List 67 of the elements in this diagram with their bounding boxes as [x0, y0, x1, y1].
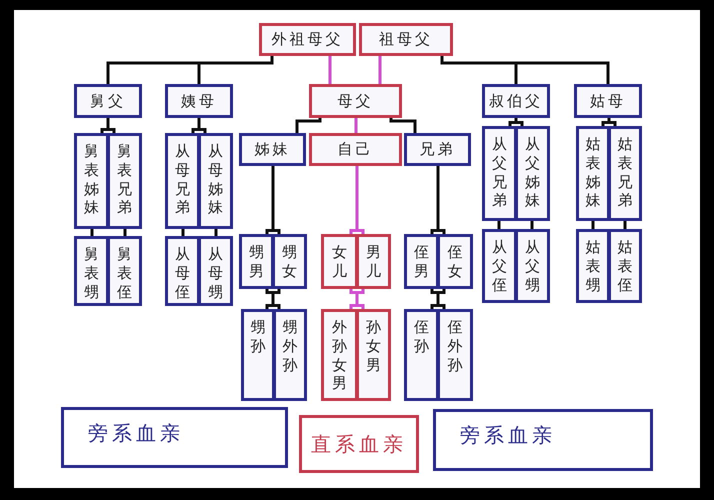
name-box: 祖母父: [359, 23, 453, 56]
connector-line: [356, 164, 364, 236]
connector-line: [272, 288, 280, 310]
name-box: 自己: [309, 133, 402, 166]
connector-line: [90, 228, 94, 238]
name-cell: 侄女: [437, 234, 473, 289]
name-cell: 姑表姊妹: [576, 126, 610, 221]
name-cell: 从父侄: [482, 229, 517, 303]
connector-line: [106, 116, 116, 134]
connector-line: [272, 164, 280, 236]
connector-line: [436, 164, 446, 236]
name-box: 母父: [309, 84, 402, 118]
connector-line: [440, 54, 610, 86]
name-cell: 侄外孙: [437, 309, 473, 401]
name-box: 舅父: [74, 84, 142, 118]
name-box: 兄弟: [404, 133, 471, 166]
name-cell: 甥外孙: [273, 309, 307, 401]
connector-line: [182, 228, 184, 238]
name-cell: 女儿: [321, 234, 358, 289]
name-cell: 男儿: [356, 234, 391, 289]
name-cell: 姑表兄弟: [608, 126, 642, 221]
name-cell: 从母甥: [198, 236, 233, 306]
name-cell: 从父甥: [515, 229, 550, 303]
name-cell: 从母姊妹: [198, 133, 233, 229]
name-box: 叔伯父: [482, 84, 550, 118]
name-cell: 姑表侄: [608, 229, 642, 303]
connector-line: [198, 54, 274, 86]
connector-line: [328, 54, 332, 86]
name-cell: 从母侄: [165, 236, 200, 306]
connector-line: [592, 220, 594, 230]
name-cell: 甥女: [272, 234, 307, 289]
connector-line: [390, 116, 416, 134]
connector-line: [436, 288, 446, 310]
connector-line: [530, 220, 534, 230]
name-cell: 舅表甥: [74, 236, 109, 306]
connector-line: [296, 116, 322, 134]
category-box: 旁系血亲: [61, 407, 288, 468]
category-box: 直系血亲: [299, 415, 419, 473]
name-cell: 从父姊妹: [515, 126, 550, 221]
name-cell: 外孙女男: [321, 309, 358, 401]
connector-line: [350, 288, 358, 310]
name-cell: 舅表侄: [107, 236, 142, 306]
name-box: 外祖母父: [259, 23, 356, 56]
name-box: 姨母: [165, 84, 233, 118]
connector-line: [430, 288, 440, 310]
name-box: 姑母: [574, 84, 642, 118]
name-cell: 孙女男: [356, 309, 391, 401]
connector-line: [354, 116, 358, 134]
connector-line: [624, 220, 626, 230]
connector-line: [198, 116, 206, 134]
name-cell: 舅表兄弟: [107, 133, 142, 229]
name-cell: 从母兄弟: [165, 133, 200, 229]
name-box: 姊妹: [239, 133, 306, 166]
category-box: 旁系血亲: [433, 409, 653, 471]
name-cell: 侄男: [404, 234, 439, 289]
name-cell: 舅表姊妹: [74, 133, 109, 229]
connector-line: [124, 228, 126, 238]
connector-line: [378, 54, 382, 86]
name-cell: 姑表甥: [576, 229, 610, 303]
name-cell: 甥孙: [241, 309, 275, 401]
connector-line: [266, 288, 274, 310]
name-cell: 从父兄弟: [482, 126, 517, 221]
name-cell: 侄孙: [404, 309, 439, 401]
connector-line: [356, 288, 364, 310]
name-cell: 甥男: [239, 234, 274, 289]
connector-line: [214, 228, 218, 238]
connector-line: [498, 220, 500, 230]
